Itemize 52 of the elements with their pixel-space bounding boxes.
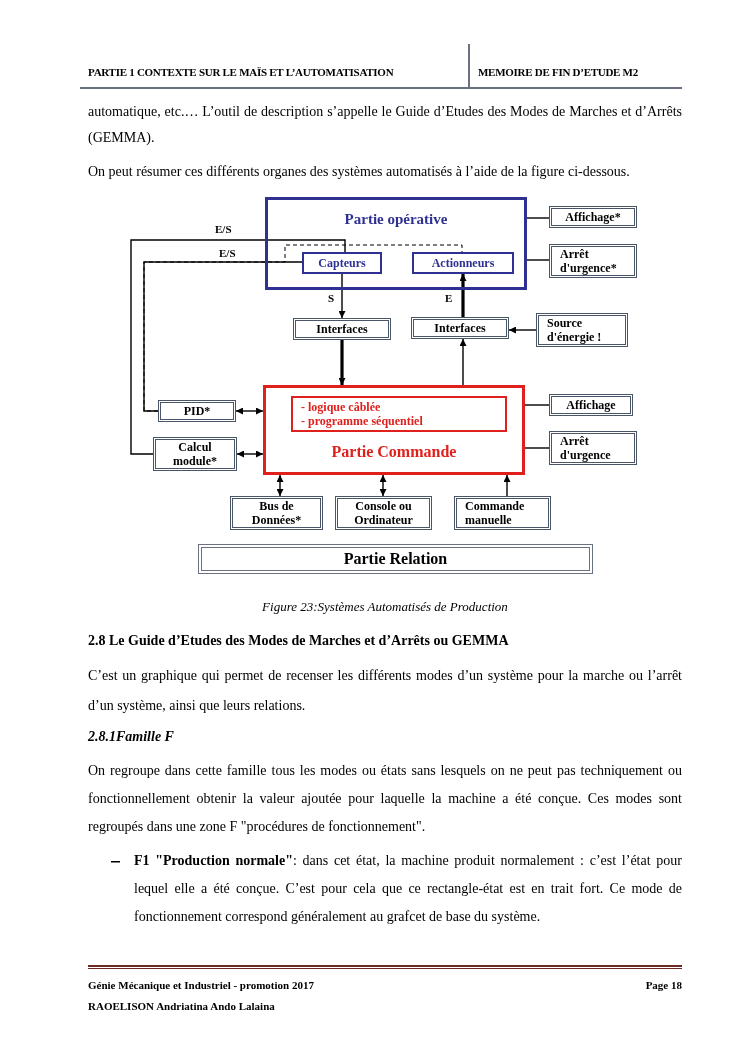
connector-line [338,273,346,319]
footer-text: RAOELISON Andriatina Ando Lalaina [88,999,276,1014]
connector-line [276,474,284,497]
connector-line [236,450,264,458]
label-box: Arrêt d'urgence* [549,244,637,278]
label-box: Commande manuelle [454,496,551,530]
edge-label: E [444,292,454,305]
subsection-heading: 2.8.1Famille F [88,728,175,746]
connector-line [526,217,550,219]
edge-label: S [327,292,336,305]
paragraph: On regroupe dans cette famille tous les modes ou états sans lesquels on ne peut pas techniquement ou fonctionnellement obtenir la valeur ajoutée pour laquelle la machine a été conçue. Ces modes sont regroupés dans une zone F "procédures de fonctionnement". [88,762,682,836]
paragraph: On peut résumer ces différents organes des systèmes automatisés à l’aide de la figure ci-dessous. [88,163,631,181]
edge-label: E/S [214,223,233,236]
edge-label: E/S [218,247,237,260]
running-header: MEMOIRE DE FIN D’ETUDE M2 [478,65,639,80]
label-box: Interfaces [293,318,391,340]
connector-line [130,239,346,455]
connector-line [524,447,550,449]
paragraph: C’est un graphique qui permet de recenser les différents modes d’un système pour la marche ou l’arrêt d’un système, ainsi que leurs relations. [88,667,682,715]
list-box: - logique câblée - programme séquentiel [291,396,507,432]
connector-line [459,274,467,317]
figure-caption: Figure 23:Systèmes Automatisés de Production [261,598,509,616]
connector-line [143,261,303,412]
label-box: Bus de Données* [230,496,323,530]
connector-line [503,474,511,497]
connector-line [143,244,463,412]
list-item: F1 "Production normale": dans cet état, la machine produit normalement : c’est l’état pour lequel elle a été conçue. C’est pour cela que ce rectangle-état est en trait fort. Ce mode de fonctionnement correspond généralement au grafcet de base du système. [134,852,682,926]
connector-line [338,340,346,385]
label-box: Interfaces [411,317,509,339]
section-heading: 2.8 Le Guide d’Etudes des Modes de Marches et d’Arrêts ou GEMMA [88,632,510,650]
connector-line [459,338,467,386]
label-box: Arrêt d'urgence [549,431,637,465]
running-header: PARTIE 1 CONTEXTE SUR LE MAÏS ET L’AUTOMATISATION [88,65,395,80]
label-box: PID* [158,400,236,422]
label-box: Source d'énergie ! [536,313,628,347]
system-part-box: Partie opérative Capteurs Actionneurs [265,197,527,290]
connector-line [524,404,550,406]
connector-line [379,474,387,497]
connector-line [508,326,537,334]
system-part-box: - logique câblée - programme séquentiel Partie Commande [263,385,525,475]
label-box: Affichage* [549,206,637,228]
label-box: Console ou Ordinateur [335,496,432,530]
paragraph: automatique, etc.… L’outil de description s’appelle le Guide d’Etudes des Modes de Marches et d’Arrêts (GEMMA). [88,103,682,147]
connector-line [235,407,264,415]
label-box: Capteurs [302,252,382,274]
system-part-box: Partie Relation [198,544,593,574]
connector-line [526,259,550,261]
label-box: Affichage [549,394,633,416]
page-number: Page 18 [644,978,682,993]
footer-text: Génie Mécanique et Industriel - promotion 2017 [88,978,315,993]
label-box: Calcul module* [153,437,237,471]
label-box: Actionneurs [412,252,514,274]
